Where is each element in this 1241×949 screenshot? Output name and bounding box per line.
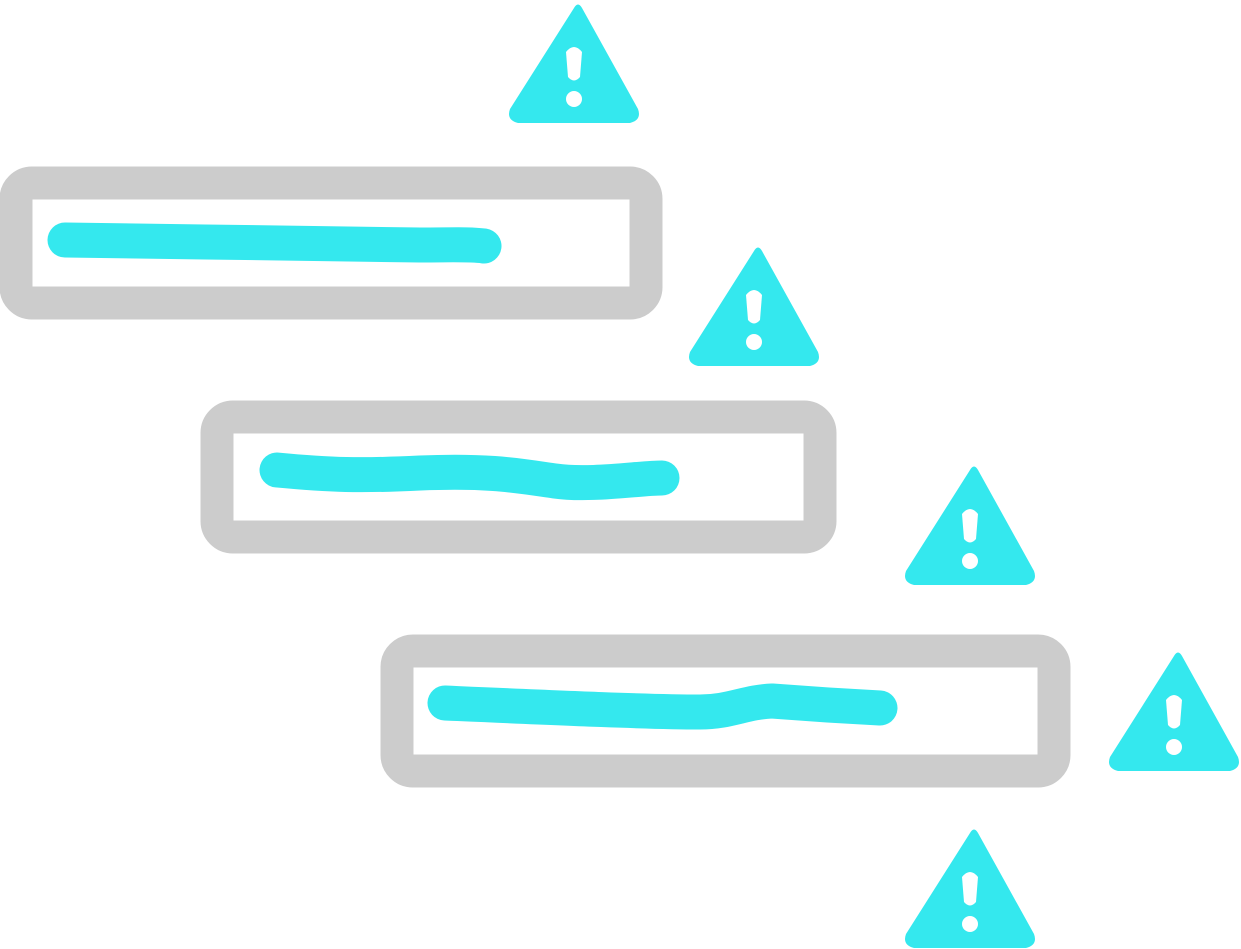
warning-icon-2	[689, 247, 819, 366]
exclamation-dot	[746, 334, 762, 350]
warning-icon-3	[905, 466, 1035, 585]
exclamation-mark	[962, 509, 978, 543]
field-frame	[380, 634, 1071, 788]
exclamation-dot	[962, 553, 978, 569]
exclamation-mark	[746, 290, 762, 324]
scribble-text	[47, 222, 502, 264]
scribble-text	[259, 452, 680, 501]
input-field-3[interactable]	[380, 634, 1071, 788]
warning-icon-5	[905, 829, 1035, 948]
exclamation-dot	[1166, 739, 1182, 755]
field-frame	[200, 400, 837, 554]
exclamation-dot	[962, 916, 978, 932]
scribble-text	[427, 683, 898, 730]
input-field-1[interactable]	[0, 166, 663, 320]
field-frame	[0, 166, 663, 320]
exclamation-mark	[566, 47, 582, 81]
exclamation-mark	[962, 872, 978, 906]
exclamation-dot	[566, 91, 582, 107]
input-field-2[interactable]	[200, 400, 837, 554]
warning-icon-4	[1109, 652, 1239, 771]
warning-icon-1	[509, 4, 639, 123]
exclamation-mark	[1166, 695, 1182, 729]
